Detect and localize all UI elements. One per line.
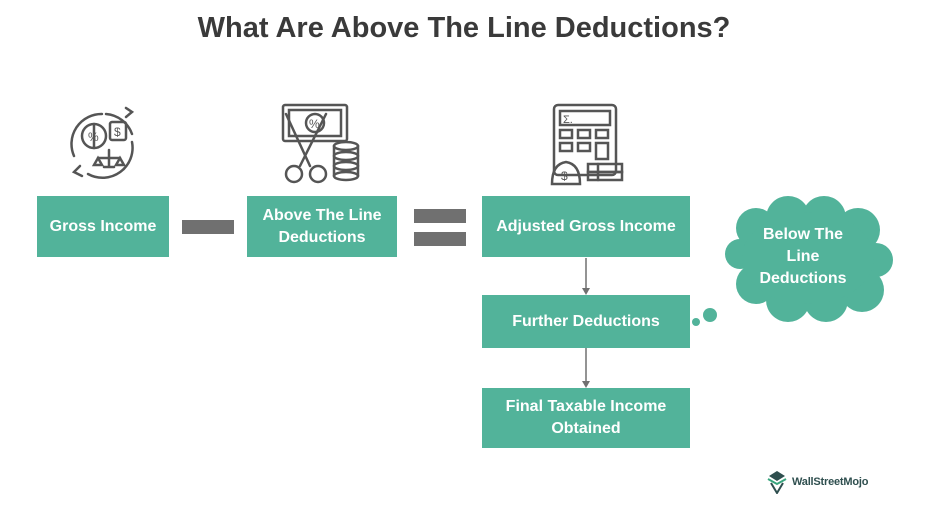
minus-operator (182, 220, 234, 234)
adjusted-gross-income-label: Adjusted Gross Income (496, 217, 676, 235)
income-cycle-icon: % $ (70, 106, 135, 179)
cloud-text-line2: Line (786, 248, 820, 265)
calculator-money-icon: Σ. $ (550, 103, 624, 186)
final-taxable-label-line1: Final Taxable Income (505, 398, 667, 415)
svg-text:%: % (309, 117, 320, 131)
svg-text:%: % (88, 130, 99, 144)
adjusted-gross-income-box: Adjusted Gross Income (482, 196, 690, 257)
final-taxable-label-line2: Obtained (551, 420, 621, 437)
logo-text: WallStreetMojo (792, 476, 869, 488)
below-line-deductions-cloud (725, 196, 893, 322)
svg-text:$: $ (114, 125, 121, 139)
svg-text:Σ.: Σ. (563, 114, 573, 126)
gross-income-label: Gross Income (49, 217, 157, 235)
cloud-text-line1: Below The (762, 226, 843, 243)
equals-operator-top (414, 209, 466, 223)
above-line-label-line2: Deductions (278, 228, 366, 246)
further-deductions-box: Further Deductions (482, 295, 690, 348)
arrow-head-1 (582, 288, 590, 295)
wallstreetmojo-logo-icon (767, 471, 787, 494)
above-line-deductions-box: Above The Line Deductions (247, 196, 397, 257)
cloud-text: Below The Line Deductions (742, 224, 864, 290)
cloud-text-line3: Deductions (759, 270, 847, 287)
svg-text:$: $ (561, 169, 568, 183)
thought-bubble-medium (703, 308, 717, 322)
gross-income-box: Gross Income (37, 196, 169, 257)
thought-bubble-small (692, 318, 700, 326)
further-deductions-label: Further Deductions (512, 312, 660, 330)
wallstreetmojo-logo: WallStreetMojo (765, 470, 868, 494)
above-line-label-line1: Above The Line (262, 206, 382, 224)
scissors-money-icon: % (281, 103, 360, 184)
page-title: What Are Above The Line Deductions? (197, 12, 731, 44)
arrow-head-2 (582, 381, 590, 388)
final-taxable-income-box: Final Taxable Income Obtained (482, 388, 690, 448)
equals-operator-bottom (414, 232, 466, 246)
